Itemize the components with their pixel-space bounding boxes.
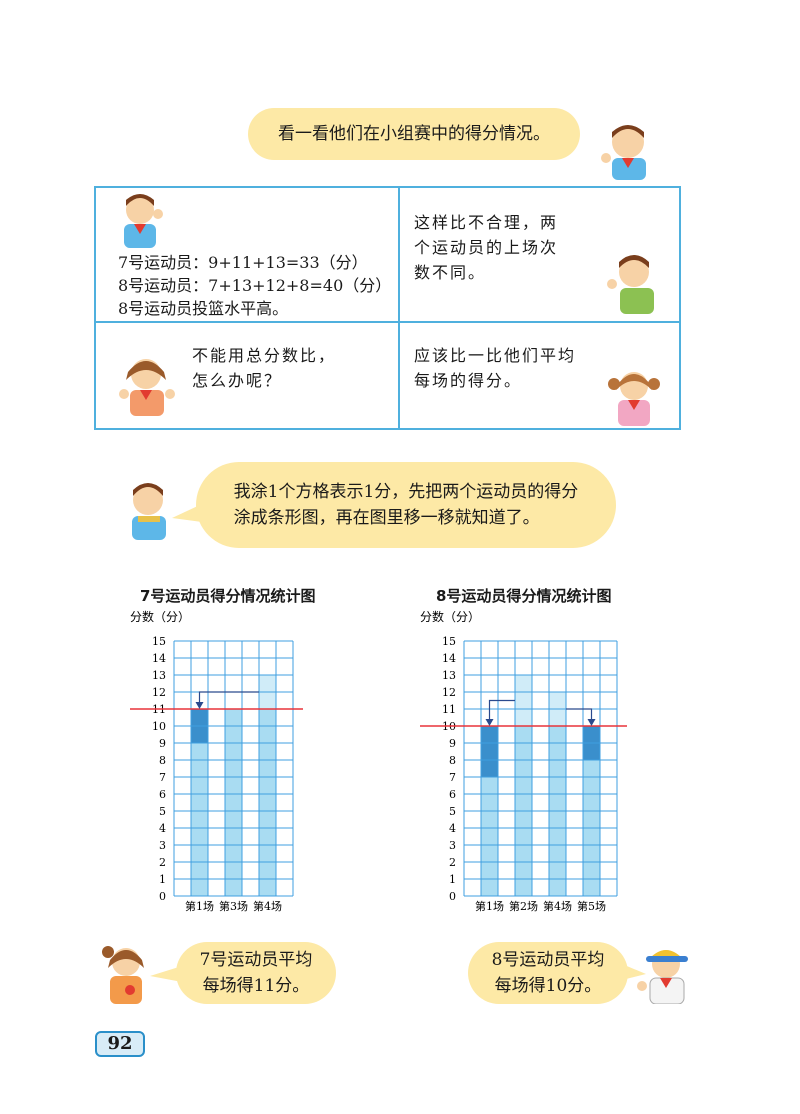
y-tick-12: 12 [442, 686, 456, 699]
y-tick-8: 8 [159, 754, 166, 767]
cell-br-line-1: 应该比一比他们平均 [414, 346, 577, 365]
girl-avatar-cell-bl [119, 359, 175, 416]
bar-1 [191, 743, 208, 896]
boy-avatar-cell-tl [124, 194, 163, 248]
y-tick-11: 11 [442, 703, 456, 716]
chart-8-scores: 分数（分）0123456789101112131415第1场第2场第4场第5场 [420, 609, 627, 913]
y-tick-12: 12 [152, 686, 166, 699]
bar-moved-2 [514, 674, 533, 727]
move-arrow-1 [488, 699, 515, 720]
y-tick-7: 7 [449, 771, 456, 784]
y-tick-8: 8 [449, 754, 456, 767]
y-tick-2: 2 [449, 856, 456, 869]
chart-2-title: 8号运动员得分情况统计图 [436, 587, 612, 605]
cell-tr-line-3: 数不同。 [414, 263, 487, 282]
bottom-right-line-1: 8号运动员平均 [491, 950, 605, 970]
middle-bubble-line-1: 我涂1个方格表示1分，先把两个运动员的得分 [233, 482, 579, 502]
x-tick-2: 第2场 [509, 899, 538, 913]
y-axis-label: 分数（分） [130, 609, 190, 624]
y-tick-4: 4 [159, 822, 166, 835]
bottom-left-line-2: 每场得11分。 [202, 976, 310, 996]
y-tick-0: 0 [159, 890, 166, 903]
move-arrow-1 [198, 691, 259, 703]
bar-2 [225, 709, 242, 896]
y-tick-3: 3 [449, 839, 456, 852]
bottom-right-bubble-tail [622, 964, 646, 980]
cell-tl-line-1: 7号运动员：9+11+13=33（分） [118, 253, 368, 272]
y-tick-14: 14 [442, 652, 456, 665]
move-arrow-2 [566, 708, 593, 720]
move-arrowhead-2 [587, 719, 596, 726]
y-tick-5: 5 [159, 805, 166, 818]
chart-1-title: 7号运动员得分情况统计图 [140, 587, 316, 605]
x-tick-1: 第1场 [185, 899, 214, 913]
y-tick-7: 7 [159, 771, 166, 784]
y-tick-6: 6 [159, 788, 166, 801]
x-tick-4: 第5场 [577, 899, 606, 913]
x-tick-3: 第4场 [253, 899, 282, 913]
y-tick-15: 15 [152, 635, 166, 648]
bottom-right-line-2: 每场得10分。 [494, 976, 602, 996]
bottom-right-speech-bubble: 8号运动员平均 每场得10分。 [468, 942, 628, 1004]
girl-avatar-bottom-left [102, 946, 144, 1004]
y-tick-0: 0 [449, 890, 456, 903]
boy-avatar-middle [132, 483, 166, 540]
x-tick-2: 第3场 [219, 899, 248, 913]
top-bubble-text: 看一看他们在小组赛中的得分情况。 [278, 124, 550, 144]
y-tick-13: 13 [442, 669, 456, 682]
cell-bl-line-2: 怎么办呢？ [192, 371, 283, 390]
bottom-left-speech-bubble: 7号运动员平均 每场得11分。 [176, 942, 336, 1004]
x-tick-1: 第1场 [475, 899, 504, 913]
middle-bubble-line-2: 涂成条形图，再在图里移一移就知道了。 [233, 508, 540, 528]
page-number: 92 [95, 1031, 145, 1057]
bar-3 [259, 709, 276, 896]
cell-tr-line-1: 这样比不合理，两 [414, 213, 559, 232]
move-arrowhead-1 [485, 719, 494, 726]
y-tick-5: 5 [449, 805, 456, 818]
move-arrowhead-1 [195, 702, 204, 709]
girl-avatar-cell-br [608, 372, 660, 426]
y-tick-4: 4 [449, 822, 456, 835]
y-tick-9: 9 [159, 737, 166, 750]
cell-br-line-2: 每场的得分。 [414, 371, 523, 390]
y-tick-14: 14 [152, 652, 166, 665]
y-tick-13: 13 [152, 669, 166, 682]
cell-tl-line-2: 8号运动员：7+13+12+8=40（分） [118, 276, 392, 295]
middle-speech-bubble: 我涂1个方格表示1分，先把两个运动员的得分 涂成条形图，再在图里移一移就知道了。 [196, 462, 616, 548]
bar-1 [481, 777, 498, 896]
cell-bl-line-1: 不能用总分数比， [192, 346, 337, 365]
y-tick-10: 10 [152, 720, 166, 733]
boy-avatar-top [601, 125, 646, 180]
y-tick-3: 3 [159, 839, 166, 852]
y-tick-1: 1 [159, 873, 166, 886]
middle-bubble-tail [172, 504, 202, 522]
discussion-grid [94, 186, 681, 430]
boy-avatar-bottom-right [637, 950, 688, 1004]
chart-7-scores: 分数（分）0123456789101112131415第1场第3场第4场 [130, 609, 303, 913]
y-tick-15: 15 [442, 635, 456, 648]
y-tick-2: 2 [159, 856, 166, 869]
y-tick-9: 9 [449, 737, 456, 750]
cell-tr-line-2: 个运动员的上场次 [414, 238, 559, 257]
y-tick-1: 1 [449, 873, 456, 886]
bottom-left-bubble-tail [150, 966, 182, 982]
grid-divider-horizontal [94, 321, 681, 323]
top-speech-bubble: 看一看他们在小组赛中的得分情况。 [248, 108, 580, 160]
x-tick-3: 第4场 [543, 899, 572, 913]
cell-tl-line-3: 8号运动员投篮水平高。 [118, 299, 289, 318]
y-axis-label: 分数（分） [420, 609, 480, 624]
bottom-left-line-1: 7号运动员平均 [199, 950, 313, 970]
grid-divider-vertical [398, 186, 400, 430]
y-tick-6: 6 [449, 788, 456, 801]
boy-avatar-cell-tr [607, 255, 654, 314]
bar-added-1 [481, 726, 498, 777]
